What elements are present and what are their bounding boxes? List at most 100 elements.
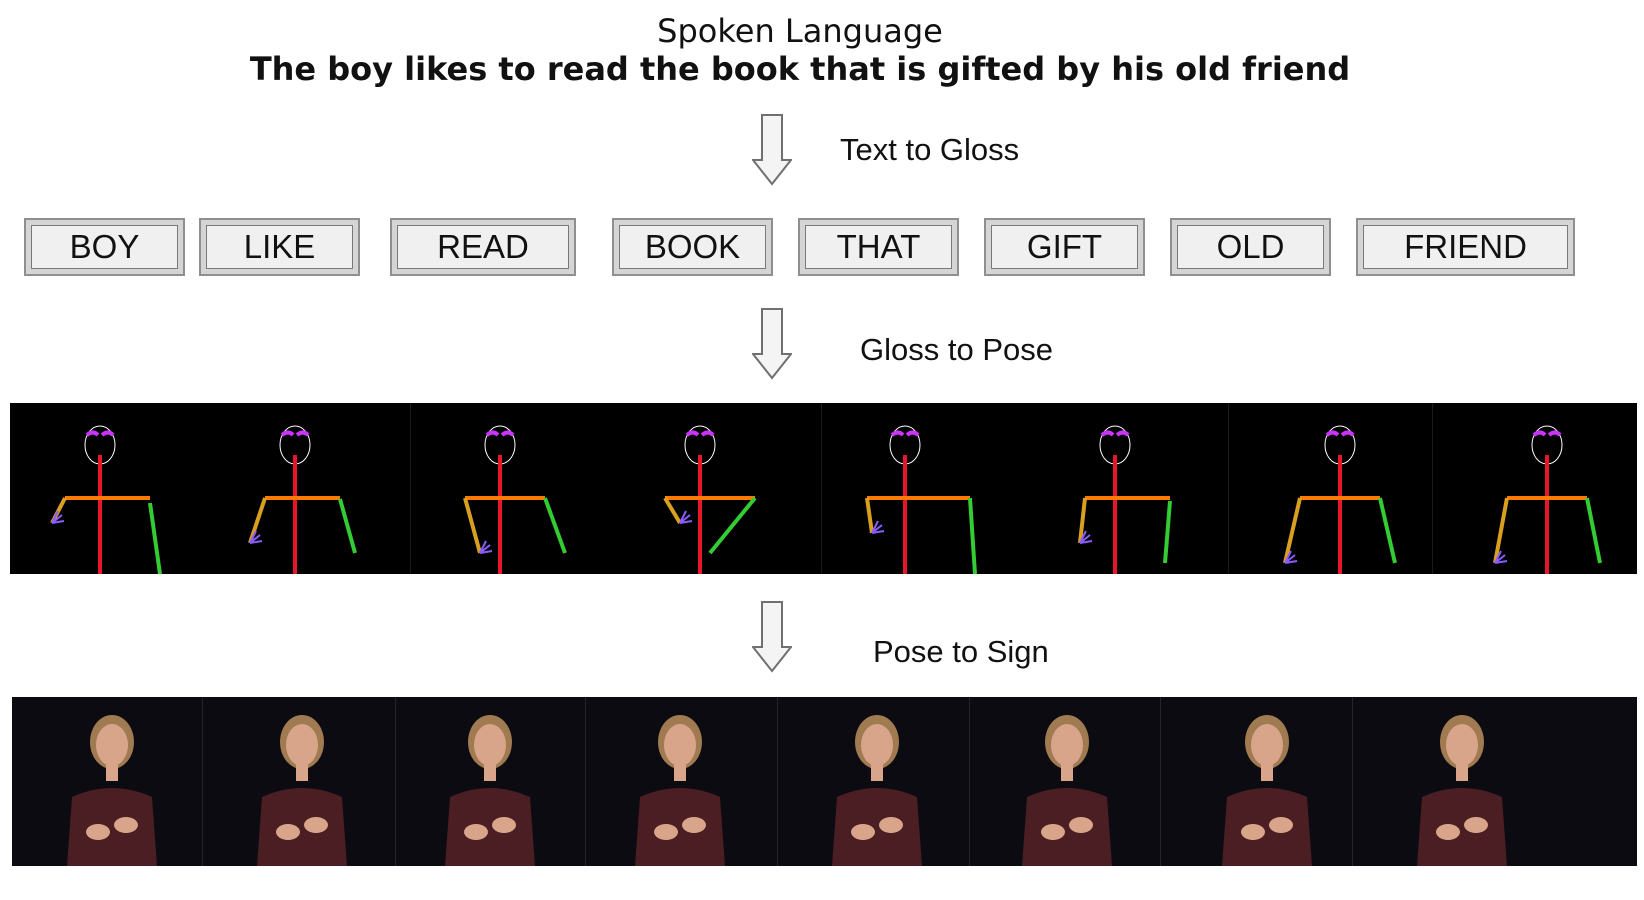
signer-torso [1417, 788, 1507, 866]
signer-torso [257, 788, 347, 866]
signer-neck [484, 763, 496, 781]
gloss-box-boy: BOY [24, 218, 185, 276]
pose-skeleton-strip [10, 403, 1637, 575]
signer-neck [1261, 763, 1273, 781]
left-arm [148, 502, 162, 575]
signer-torso [67, 788, 157, 866]
signer-hand [1041, 824, 1065, 840]
signer-torso [1222, 788, 1312, 866]
step-text-to-gloss: Text to Gloss [840, 132, 1020, 167]
signer-hand [276, 824, 300, 840]
gloss-label: BOOK [619, 225, 766, 269]
signer-hand [879, 817, 903, 833]
eyebrows [1100, 430, 1130, 437]
frame-divider [1160, 697, 1161, 866]
down-arrow-icon [752, 114, 792, 186]
gloss-box-read: READ [390, 218, 576, 276]
signer-hand [1069, 817, 1093, 833]
pose-skeleton [248, 425, 357, 574]
signer-face [1051, 724, 1083, 766]
signer-hand [1464, 817, 1488, 833]
eyebrows [485, 430, 515, 437]
signer-face [286, 724, 318, 766]
signer-hand [304, 817, 328, 833]
right-arm [663, 496, 682, 525]
gloss-label: BOY [31, 225, 178, 269]
signer-torso [832, 788, 922, 866]
signer-neck [1456, 763, 1468, 781]
gloss-box-book: BOOK [612, 218, 773, 276]
pose-skeleton [1078, 425, 1172, 574]
left-arm [338, 498, 357, 554]
pose-skeleton [463, 425, 567, 574]
left-arm [708, 496, 757, 555]
step-gloss-to-pose: Gloss to Pose [860, 332, 1053, 367]
signer-hand [114, 817, 138, 833]
eyebrows [1532, 430, 1562, 437]
subtitle-spoken-language: Spoken Language [657, 12, 943, 50]
pose-skeleton [50, 425, 162, 575]
right-arm [1078, 497, 1087, 544]
pose-skeleton [1493, 425, 1602, 574]
hand-keypoints [51, 510, 65, 524]
eyebrows [85, 430, 115, 437]
signer-hand [1269, 817, 1293, 833]
right-arm [463, 497, 482, 554]
gloss-label: OLD [1177, 225, 1324, 269]
gloss-label: THAT [805, 225, 952, 269]
signer-torso [635, 788, 725, 866]
down-arrow-icon [752, 601, 792, 673]
frame-divider [777, 697, 778, 866]
frame-divider [395, 697, 396, 866]
right-arm [1493, 497, 1509, 564]
signer-hand [1436, 824, 1460, 840]
signer-hand [492, 817, 516, 833]
signer-face [664, 724, 696, 766]
hand-keypoints [479, 540, 493, 554]
signer-frame [832, 715, 922, 866]
left-arm [1163, 500, 1172, 564]
down-arrow-icon [752, 308, 792, 380]
signer-neck [871, 763, 883, 781]
frame-divider [1228, 403, 1229, 574]
hand-keypoints [1494, 550, 1508, 564]
gloss-box-gift: GIFT [984, 218, 1145, 276]
signer-neck [106, 763, 118, 781]
frame-divider [202, 697, 203, 866]
signer-frame [1222, 715, 1312, 866]
signer-hand [682, 817, 706, 833]
frame-divider [410, 403, 411, 574]
signer-frame [1022, 715, 1112, 866]
pose-frames-canvas [50, 403, 1602, 575]
frame-divider [1432, 403, 1433, 574]
gloss-box-old: OLD [1170, 218, 1331, 276]
signer-neck [1061, 763, 1073, 781]
signer-hand [851, 824, 875, 840]
input-sentence: The boy likes to read the book that is g… [249, 50, 1351, 88]
left-arm [1585, 497, 1602, 564]
hand-keypoints [871, 520, 885, 534]
signer-face [474, 724, 506, 766]
eyebrows [685, 430, 715, 437]
signer-frame [445, 715, 535, 866]
gloss-label: GIFT [991, 225, 1138, 269]
pose-skeleton [663, 425, 757, 574]
frame-divider [969, 697, 970, 866]
gloss-box-friend: FRIEND [1356, 218, 1575, 276]
signer-hand [464, 824, 488, 840]
eyebrows [890, 430, 920, 437]
gloss-label: FRIEND [1363, 225, 1568, 269]
signer-hand [86, 824, 110, 840]
signer-face [96, 724, 128, 766]
sign-video-strip [12, 697, 1637, 866]
signer-hand [654, 824, 678, 840]
frame-divider [1352, 697, 1353, 866]
hand-keypoints [1079, 530, 1093, 544]
signer-hand [1241, 824, 1265, 840]
signer-face [861, 724, 893, 766]
signer-torso [445, 788, 535, 866]
signer-frame [635, 715, 725, 866]
right-arm [1283, 497, 1302, 564]
gloss-box-that: THAT [798, 218, 959, 276]
signer-face [1446, 724, 1478, 766]
